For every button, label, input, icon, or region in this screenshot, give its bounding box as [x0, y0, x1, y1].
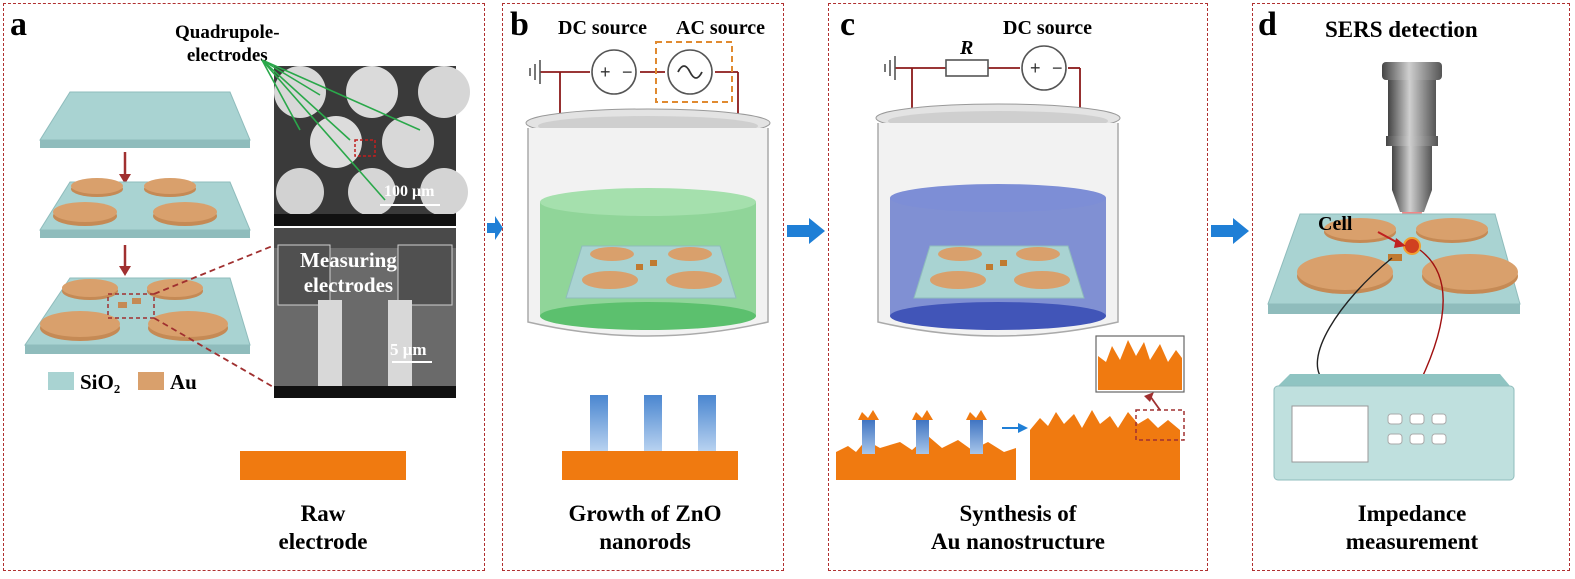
- dc-source-label-c: DC source: [1003, 17, 1093, 39]
- svg-text:+: +: [1030, 58, 1041, 78]
- sio2-slab-bottom: [24, 277, 251, 354]
- wire-red: [1419, 249, 1444, 383]
- legend-sio2: SiO₂: [80, 370, 121, 394]
- annotation-lines: [261, 59, 421, 201]
- panel-c: [828, 3, 1208, 571]
- flow-arrow-icon: [1211, 218, 1249, 244]
- dc-source-icon: [591, 49, 637, 95]
- measuring-electrodes-label: Measuring electrodes: [300, 248, 397, 298]
- ac-highlight-box: [655, 41, 733, 103]
- panel-a-label: a: [10, 6, 27, 43]
- raw-electrode: [240, 451, 406, 480]
- quadrupole-annotation: Quadrupole- electrodes: [175, 22, 280, 66]
- resistor-icon: [945, 59, 989, 77]
- sem-image-bottom: [274, 228, 456, 398]
- panel-b: [502, 3, 784, 571]
- zno-nanorod: [862, 418, 875, 454]
- caption-au-nano: Synthesis of Au nanostructure: [930, 501, 1105, 554]
- zno-nanorod: [916, 418, 929, 454]
- panel-a: [3, 3, 485, 571]
- panel-c-label: c: [840, 6, 856, 43]
- cell-label: Cell: [1318, 213, 1353, 235]
- dc-source-icon: [1021, 45, 1067, 91]
- sem-scale-top: 100 μm: [384, 183, 435, 200]
- sio2-swatch: [48, 372, 74, 390]
- zno-nanorod: [590, 395, 608, 451]
- zno-nanorod: [970, 418, 983, 454]
- svg-text:−: −: [622, 62, 633, 82]
- resistor-label: R: [960, 37, 974, 59]
- electrode-base-c1: [836, 436, 1016, 480]
- ac-source-label: AC source: [676, 17, 766, 39]
- caption-raw-electrode: Raw electrode: [278, 501, 368, 554]
- electrode-base-b: [562, 451, 738, 480]
- dc-source-label-b: DC source: [558, 17, 648, 39]
- panel-d-label: d: [1258, 6, 1277, 43]
- analyzer-top: [1278, 374, 1510, 386]
- analyzer-screen: [1291, 405, 1369, 463]
- sio2-slab-top: [39, 91, 251, 148]
- flow-arrow-icon: [487, 216, 503, 240]
- zno-nanorod: [698, 395, 716, 451]
- cell-icon: [1403, 237, 1421, 255]
- au-swatch: [138, 372, 164, 390]
- sers-title: SERS detection: [1325, 17, 1478, 42]
- au-nanostructure: [1030, 410, 1180, 480]
- caption-impedance: Impedance measurement: [1345, 501, 1479, 554]
- wire-black: [1316, 257, 1393, 383]
- sem-scale-bottom: 5 μm: [390, 340, 427, 359]
- caption-zno: Growth of ZnO nanorods: [568, 501, 722, 554]
- zno-nanorod: [644, 395, 662, 451]
- svg-text:−: −: [1052, 58, 1063, 78]
- ground-icon-c: [884, 56, 896, 80]
- panel-d: [1252, 3, 1570, 571]
- svg-text:+: +: [600, 62, 611, 82]
- ground-icon-b: [529, 60, 541, 84]
- legend-au: Au: [170, 370, 197, 394]
- flow-arrow-icon: [787, 218, 825, 244]
- sio2-slab-middle: [39, 178, 251, 238]
- sem-image-top: [274, 66, 470, 226]
- panel-b-label: b: [510, 6, 529, 43]
- objective-lens-icon: [1382, 62, 1442, 212]
